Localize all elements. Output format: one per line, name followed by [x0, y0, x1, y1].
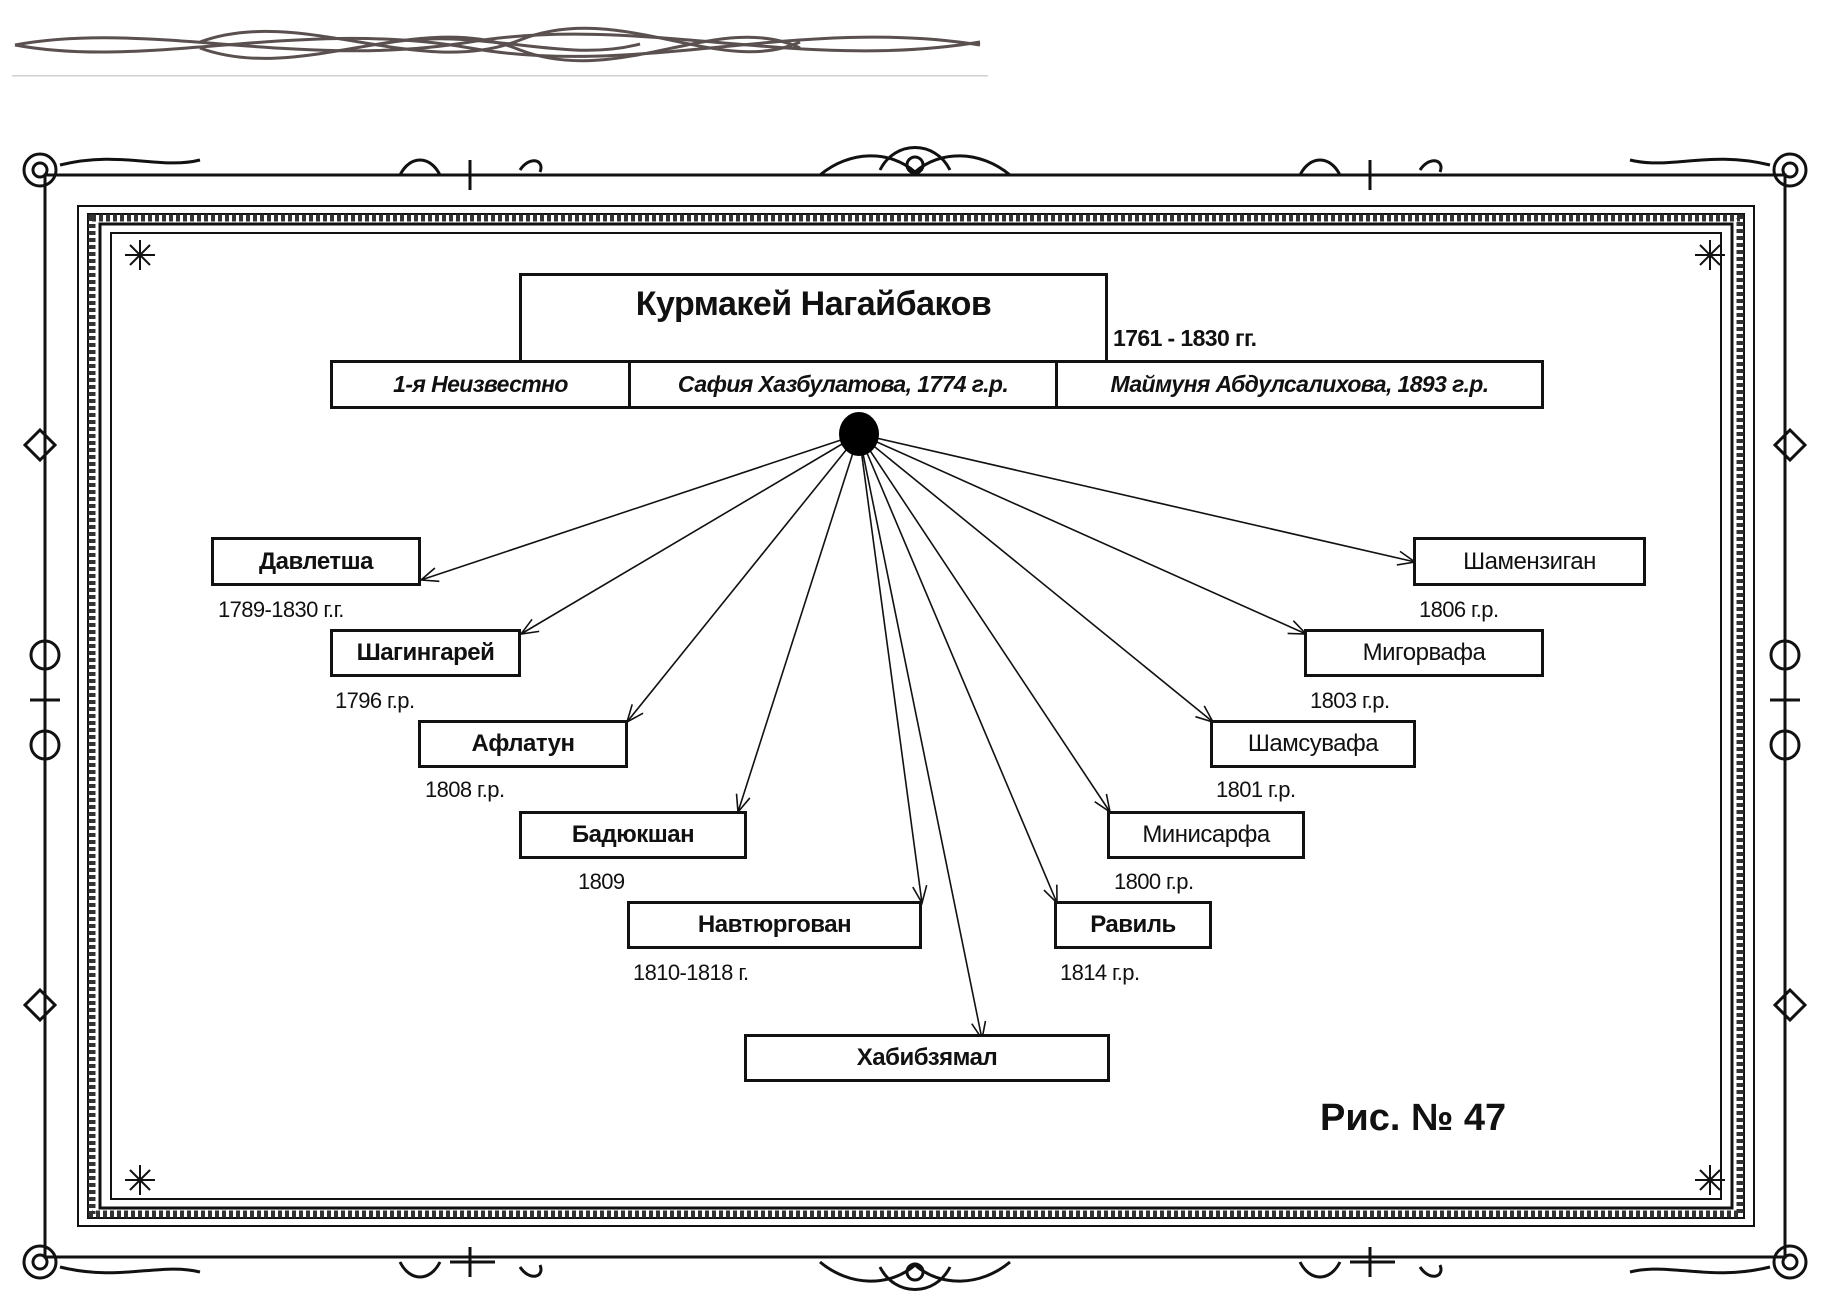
arrow-to-khabibzyamal — [858, 433, 983, 1040]
top-ornaments — [398, 146, 1443, 190]
child-box-aflatun: Афлатун — [418, 720, 628, 768]
arrow-to-shagingarey — [520, 433, 860, 635]
child-box-migorvafa: Мигорвафа — [1304, 629, 1544, 677]
child-box-minisarfa: Минисарфа — [1107, 811, 1305, 859]
child-year-davletsha: 1789-1830 г.г. — [218, 597, 344, 622]
child-box-navtyurgovan: Навтюргован — [627, 901, 922, 949]
arrow-to-minisarfa — [858, 433, 1111, 813]
corner-ornaments — [22, 152, 1808, 1280]
top-flourish-ornament — [14, 26, 981, 63]
spouse-3: Маймуня Абдулсалихова, 1893 г.р. — [1055, 360, 1544, 409]
child-box-shamsuvafa: Шамсувафа — [1210, 720, 1416, 768]
child-year-navtyurgovan: 1810-1818 г. — [633, 960, 749, 985]
spouse-2: Сафия Хазбулатова, 1774 г.р. — [628, 360, 1058, 409]
child-year-minisarfa: 1800 г.р. — [1114, 869, 1194, 894]
child-year-shagingarey: 1796 г.р. — [335, 688, 415, 713]
arrow-to-aflatun — [626, 433, 860, 723]
connector-arrows — [419, 433, 1418, 1042]
arrowhead-navtyurgovan — [912, 885, 928, 906]
bottom-ornaments — [398, 1247, 1443, 1291]
child-year-shamenzigan: 1806 г.р. — [1419, 597, 1499, 622]
child-year-migorvafa: 1803 г.р. — [1310, 688, 1390, 713]
child-box-shamenzigan: Шамензиган — [1413, 537, 1646, 586]
child-year-shamsuvafa: 1801 г.р. — [1216, 777, 1296, 802]
child-year-aflatun: 1808 г.р. — [425, 777, 505, 802]
arrow-to-ravil — [858, 433, 1058, 904]
arrow-to-davletsha — [420, 433, 860, 581]
arrow-to-migorvafa — [858, 433, 1307, 635]
arrowhead-shagingarey — [519, 618, 540, 636]
family-hub-node — [839, 412, 879, 456]
child-box-ravil: Равиль — [1054, 901, 1212, 949]
root-person-name: Курмакей Нагайбаков — [519, 273, 1108, 363]
child-box-davletsha: Давлетша — [211, 537, 421, 586]
root-person-years: 1761 - 1830 гг. — [1113, 325, 1257, 351]
arrow-to-shamsuvafa — [858, 433, 1214, 723]
arrow-to-shamenzigan — [858, 433, 1416, 563]
arrow-to-badyukshan — [737, 433, 860, 813]
child-box-khabibzyamal: Хабибзямал — [744, 1034, 1110, 1082]
child-year-badyukshan: 1809 — [578, 869, 625, 894]
outer-border — [43, 173, 1787, 1259]
side-ornaments — [22, 427, 1808, 1023]
spouse-1: 1-я Неизвестно — [330, 360, 631, 409]
inner-corner-ornaments — [125, 240, 1725, 1195]
child-box-badyukshan: Бадюкшан — [519, 811, 747, 859]
figure-caption: Рис. № 47 — [1320, 1097, 1507, 1139]
child-box-shagingarey: Шагингарей — [330, 629, 521, 677]
arrow-to-navtyurgovan — [858, 433, 923, 904]
child-year-ravil: 1814 г.р. — [1060, 960, 1140, 985]
arrowhead-davletsha — [419, 567, 440, 583]
